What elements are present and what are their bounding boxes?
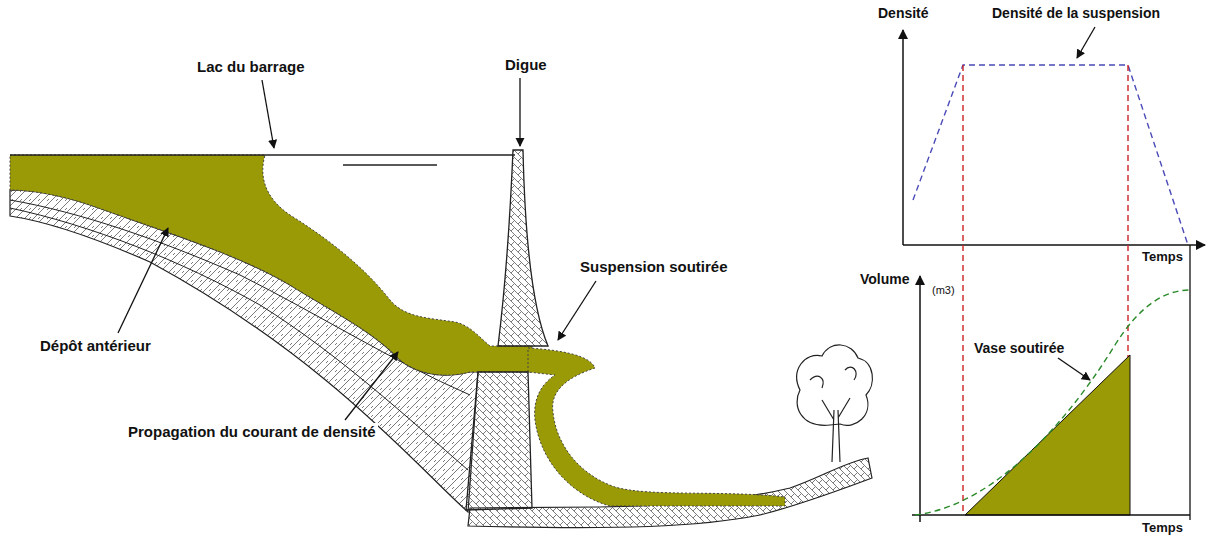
- tree: [797, 345, 873, 462]
- axis-unit: (m3): [930, 284, 957, 297]
- part-label: Lac du barrage: [195, 58, 307, 75]
- part-label: Suspension soutirée: [578, 258, 730, 275]
- density-current: [10, 155, 532, 375]
- dam-lower: [466, 372, 532, 510]
- water-surface-mark: [343, 164, 437, 165]
- dam-upper: [498, 150, 548, 346]
- part-label: Digue: [503, 56, 549, 73]
- water-surface: [10, 154, 515, 155]
- chart-frame: [1189, 245, 1190, 520]
- axis-title: Densité: [876, 5, 931, 21]
- released-suspension: [528, 348, 785, 506]
- axis-title: Volume: [858, 271, 912, 287]
- density-chart: [903, 27, 1205, 245]
- volume-chart: [912, 276, 1190, 522]
- curve-label: Densité de la suspension: [990, 5, 1162, 21]
- axis-title: Temps: [1140, 521, 1185, 536]
- curve-label: Vase soutirée: [972, 340, 1066, 356]
- leader-arrow: [118, 78, 596, 420]
- axis-title: Temps: [1140, 250, 1185, 265]
- part-label: Propagation du courant de densité: [126, 423, 378, 440]
- part-label: Dépôt antérieur: [38, 337, 153, 354]
